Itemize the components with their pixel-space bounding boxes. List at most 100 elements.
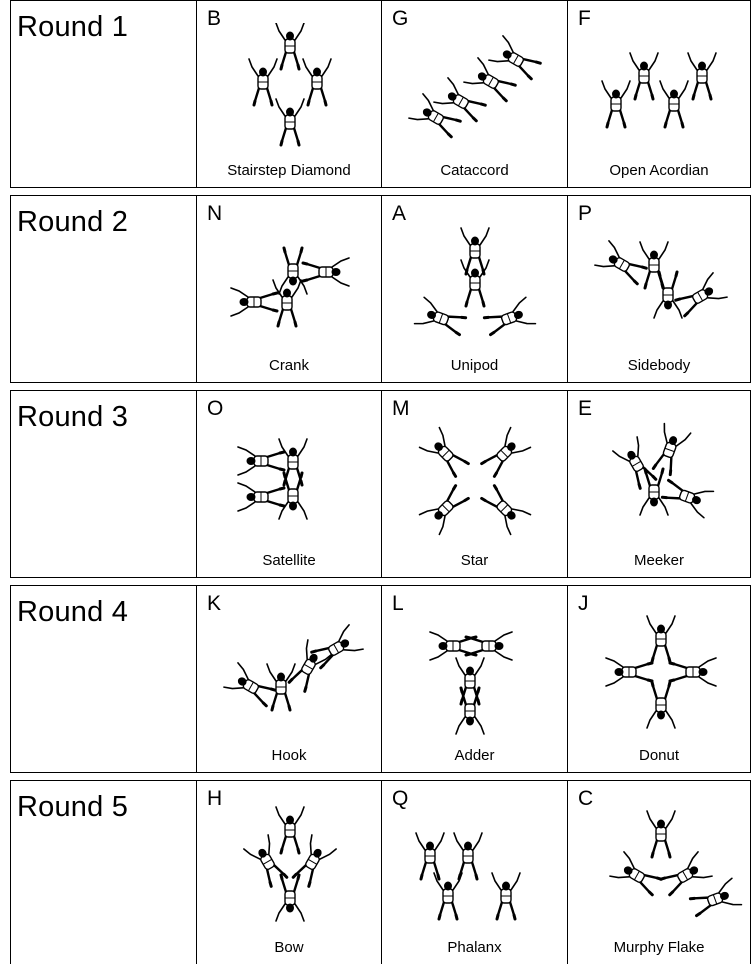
round-label: Round 2 — [17, 206, 129, 238]
formation-letter: N — [207, 202, 223, 225]
formation-diagram — [390, 218, 560, 354]
skydiver-icon — [460, 259, 490, 308]
formation-cell: O Satellite — [196, 390, 382, 578]
formation-diagram — [205, 218, 375, 354]
formation-figure — [601, 52, 717, 129]
formation-figure — [230, 246, 350, 328]
round-row: Round 4 K Hook L Adder J Donut — [10, 585, 751, 773]
formation-letter: P — [578, 202, 593, 225]
round-label: Round 3 — [17, 401, 129, 433]
formation-diagram — [205, 608, 375, 744]
formation-name: Meeker — [633, 552, 685, 569]
formation-letter: E — [578, 397, 593, 420]
skydiver-icon — [429, 631, 478, 661]
skydiver-icon — [413, 296, 468, 337]
formation-letter: G — [392, 7, 409, 30]
formation-diagram — [205, 22, 375, 159]
formation-figure — [237, 438, 308, 520]
skydiver-icon — [415, 832, 445, 881]
skydiver-icon — [455, 657, 485, 706]
formation-figure — [612, 422, 715, 519]
formation-figure — [248, 22, 332, 147]
skydiver-icon — [278, 438, 308, 487]
skydiver-icon — [278, 471, 308, 520]
skydiver-icon — [433, 77, 487, 123]
formation-cell: J Donut — [568, 585, 751, 773]
formation-figure — [594, 240, 728, 319]
formation-figure — [223, 624, 364, 712]
skydiver-icon — [488, 35, 542, 81]
skydiver-icon — [275, 22, 305, 71]
formation-diagram — [390, 23, 560, 159]
formation-cell: B Stairstep Diamond — [196, 0, 382, 188]
formation-cell: C Murphy Flake — [568, 780, 751, 964]
skydiver-icon — [272, 279, 302, 328]
skydiver-icon — [460, 227, 490, 276]
formation-letter: Q — [392, 787, 409, 810]
formation-cell: H Bow — [196, 780, 382, 964]
formation-letter: K — [207, 592, 222, 615]
formation-name: Cataccord — [440, 162, 509, 179]
skydiver-icon — [609, 851, 663, 897]
skydiver-icon — [275, 806, 305, 855]
formation-diagram — [390, 608, 560, 744]
skydiver-icon — [275, 873, 305, 922]
skydiver-icon — [660, 478, 715, 519]
formation-letter: B — [207, 7, 222, 30]
formation-name: Adder — [454, 747, 495, 764]
formation-name: Star — [460, 552, 489, 569]
formation-figure — [418, 426, 532, 536]
skydiver-icon — [455, 686, 485, 735]
skydiver-icon — [688, 877, 743, 918]
round-label: Round 5 — [17, 791, 129, 823]
skydiver-icon — [230, 287, 279, 317]
round-row: Round 2 N Crank A Unipod P Sidebody — [10, 195, 751, 383]
round-label: Round 1 — [17, 11, 129, 43]
formation-diagram — [390, 413, 560, 549]
formation-cell: E Meeker — [568, 390, 751, 578]
skydiver-icon — [453, 832, 483, 881]
skydiver-icon — [418, 426, 470, 478]
skydiver-icon — [243, 834, 289, 888]
skydiver-icon — [482, 296, 537, 337]
skydiver-icon — [278, 246, 308, 295]
round-row: Round 5 H Bow Q Phalanx C Murphy Flake — [10, 780, 751, 964]
skydiver-icon — [659, 80, 689, 129]
skydiver-icon — [651, 422, 692, 477]
formation-name: Sidebody — [627, 357, 691, 374]
formation-name: Phalanx — [447, 939, 502, 956]
formation-diagram — [576, 413, 746, 549]
formation-name: Donut — [638, 747, 680, 764]
formation-cell: A Unipod — [382, 195, 568, 383]
formation-diagram — [576, 803, 746, 939]
formation-diagram — [576, 23, 746, 159]
skydiver-icon — [480, 484, 532, 536]
skydiver-icon — [629, 52, 659, 101]
formation-diagram — [205, 413, 375, 549]
round-label-cell: Round 1 — [10, 0, 196, 188]
skydiver-icon — [287, 639, 333, 693]
formation-name: Satellite — [262, 552, 316, 569]
skydiver-icon — [646, 810, 676, 859]
skydiver-icon — [408, 93, 462, 139]
formation-figure — [408, 35, 542, 139]
skydiver-icon — [646, 680, 676, 729]
formation-cell: L Adder — [382, 585, 568, 773]
formation-name: Stairstep Diamond — [227, 162, 351, 179]
formation-letter: H — [207, 787, 223, 810]
formation-letter: O — [207, 397, 224, 420]
skydiver-icon — [433, 872, 463, 921]
skydiver-icon — [223, 662, 277, 708]
skydiver-icon — [491, 872, 521, 921]
skydiver-icon — [646, 615, 676, 664]
formation-cell: M Star — [382, 390, 568, 578]
skydiver-icon — [463, 57, 517, 103]
skydiver-icon — [659, 851, 713, 897]
formation-figure — [429, 631, 513, 735]
skydiver-icon — [674, 272, 728, 318]
skydiver-icon — [248, 58, 278, 107]
skydiver-icon — [605, 657, 654, 687]
formation-name: Bow — [274, 939, 304, 956]
formation-name: Open Acordian — [609, 162, 709, 179]
skydiver-icon — [275, 98, 305, 147]
